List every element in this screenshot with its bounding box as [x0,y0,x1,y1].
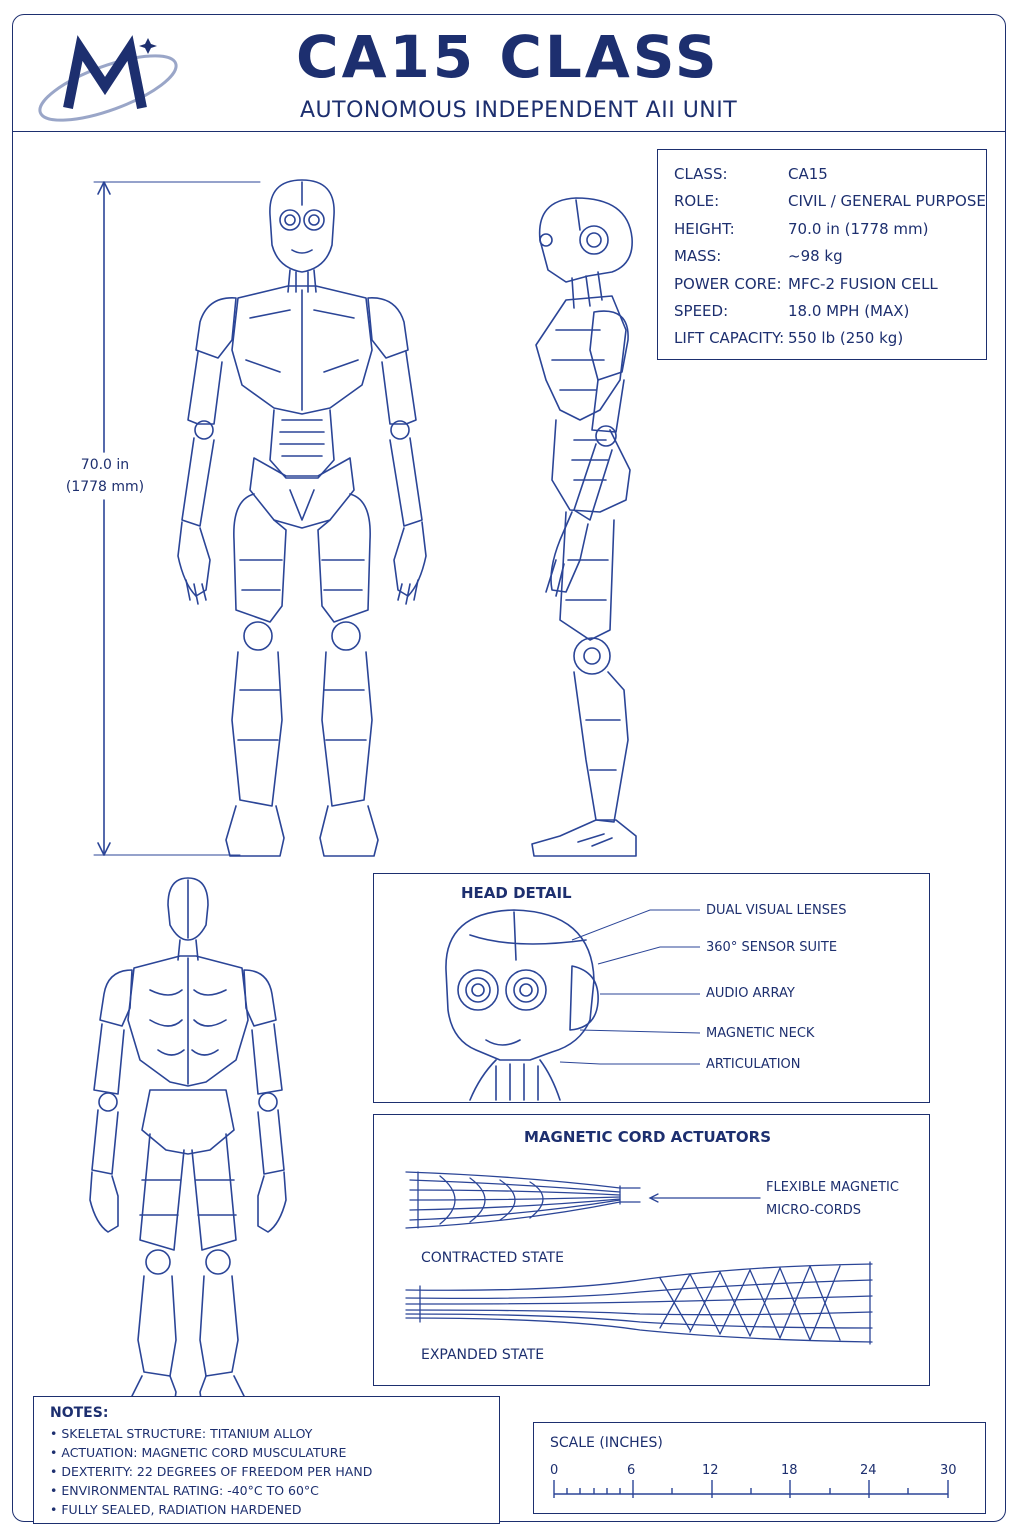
note-item: • SKELETAL STRUCTURE: TITANIUM ALLOY [50,1426,313,1441]
spec-label-height: HEIGHT: [674,220,735,238]
scale-title: SCALE (INCHES) [550,1435,663,1451]
spec-label-lift: LIFT CAPACITY: [674,329,785,347]
callout-audio-array: AUDIO ARRAY [706,986,795,1001]
callout-magnetic-neck: MAGNETIC NECK [706,1026,815,1041]
spec-label-role: ROLE: [674,192,720,210]
actuators-title: MAGNETIC CORD ACTUATORS [524,1128,772,1146]
m-orbit-logo-icon [38,35,178,122]
scale-tick-label: 6 [627,1463,636,1478]
note-item: • FULLY SEALED, RADIATION HARDENED [50,1502,302,1517]
spec-label-speed: SPEED: [674,302,729,320]
spec-label-class: CLASS: [674,165,728,183]
scale-tick-label: 24 [860,1463,877,1478]
height-dimension-mm: (1778 mm) [65,479,145,495]
actuators-panel [373,1114,930,1386]
spec-label-power: POWER CORE: [674,275,782,293]
spec-value-class: CA15 [788,165,828,183]
scale-tick-label: 30 [940,1463,957,1478]
spec-value-mass: ~98 kg [788,247,843,265]
front-view-robot [177,179,427,857]
side-view-robot [531,197,637,857]
note-item: • ENVIRONMENTAL RATING: -40°C TO 60°C [50,1483,319,1498]
note-item: • ACTUATION: MAGNETIC CORD MUSCULATURE [50,1445,347,1460]
callout-articulation: ARTICULATION [706,1057,801,1072]
height-dimension-inches: 70.0 in [80,457,130,473]
notes-panel [33,1396,500,1524]
contracted-state-label: CONTRACTED STATE [421,1250,564,1266]
scale-panel [533,1422,986,1514]
spec-panel [657,149,987,360]
scale-tick-label: 0 [550,1463,559,1478]
back-view-robot [89,877,287,1407]
header-divider [12,131,1006,132]
expanded-actuator [405,1261,873,1345]
expanded-state-label: EXPANDED STATE [421,1347,545,1363]
scale-tick-label: 18 [781,1463,798,1478]
callout-dual-visual-lenses: DUAL VISUAL LENSES [706,903,847,918]
spec-value-role: CIVIL / GENERAL PURPOSE [788,192,986,210]
spec-value-speed: 18.0 MPH (MAX) [788,302,910,320]
spec-label-mass: MASS: [674,247,722,265]
callout-micro-cords-line1: FLEXIBLE MAGNETIC [766,1180,899,1195]
head-detail-title: HEAD DETAIL [461,884,572,902]
notes-title: NOTES: [50,1405,109,1421]
contracted-actuator [405,1171,761,1229]
spec-value-height: 70.0 in (1778 mm) [788,220,929,238]
spec-value-power: MFC-2 FUSION CELL [788,275,938,293]
spec-value-lift: 550 lb (250 kg) [788,329,904,347]
scale-tick-label: 12 [702,1463,719,1478]
callout-sensor-suite: 360° SENSOR SUITE [706,940,838,955]
page-subtitle: AUTONOMOUS INDEPENDENT AII UNIT [300,98,738,123]
page-title: CA15 CLASS [296,23,720,91]
callout-micro-cords-line2: MICRO-CORDS [766,1203,862,1218]
blueprint-sheet [12,14,1006,1522]
note-item: • DEXTERITY: 22 DEGREES OF FREEDOM PER H… [50,1464,373,1479]
height-dimension-line [93,181,261,856]
